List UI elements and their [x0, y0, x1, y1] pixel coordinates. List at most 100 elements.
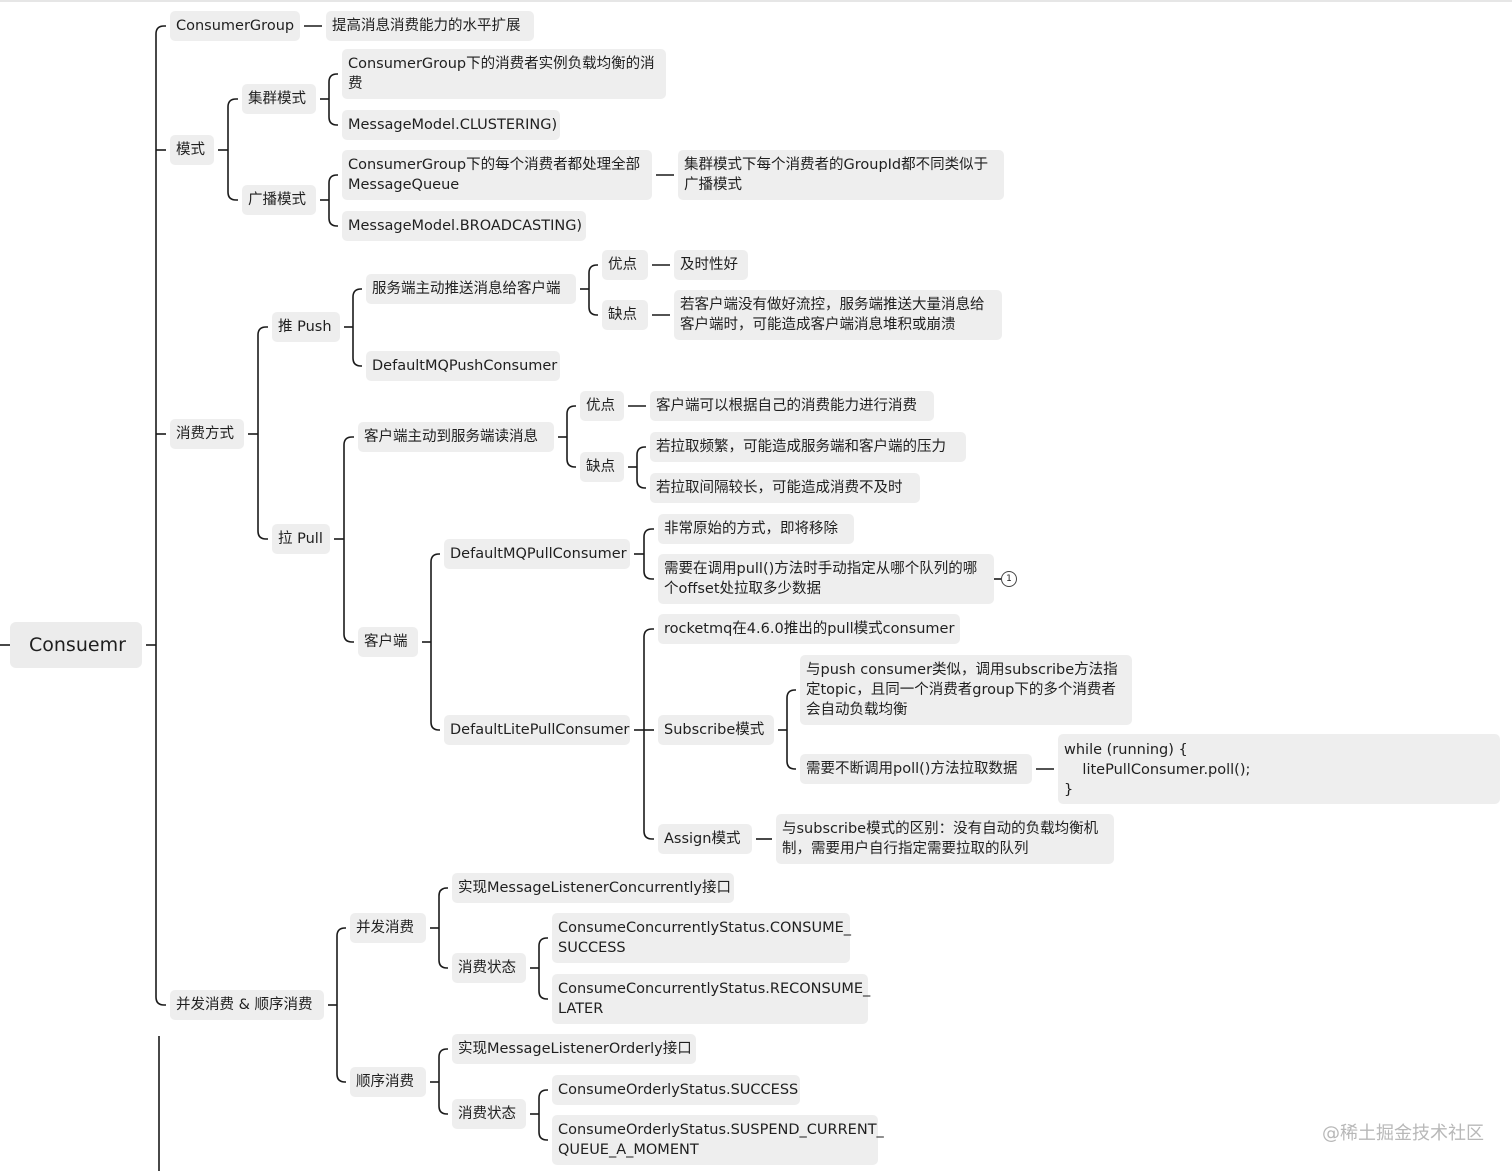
node-text-line: QUEUE_A_MOMENT [558, 1142, 699, 1158]
marker-number-1[interactable]: 1 [1001, 571, 1017, 587]
node-pull-consumer-note1[interactable]: 非常原始的方式，即将移除 [658, 514, 854, 544]
node-subscribe-code[interactable]: while (running) { litePullConsumer.poll(… [1058, 734, 1500, 804]
connector [227, 191, 238, 201]
node-pull-con-desc2[interactable]: 若拉取间隔较长，可能造成消费不及时 [650, 473, 920, 503]
node-text-line: 需要在调用pull()方法时手动指定从哪个队列的哪 [664, 561, 978, 577]
node-mode[interactable]: 模式 [170, 135, 214, 165]
connector [643, 570, 654, 580]
node-text-line: 会自动负载均衡 [806, 702, 908, 718]
connector [257, 530, 268, 540]
node-orderly[interactable]: 顺序消费 [350, 1067, 426, 1097]
connector [538, 1131, 548, 1141]
connector [643, 830, 654, 840]
connector [257, 326, 268, 336]
node-text-line: SUCCESS [558, 940, 626, 956]
node-text-line: litePullConsumer.poll(); [1064, 762, 1251, 778]
connector [430, 553, 440, 563]
node-assign-desc[interactable]: 与subscribe模式的区别：没有自动的负载均衡机制，需要用户自行指定需要拉取… [776, 814, 1114, 864]
connector [352, 357, 362, 367]
connector [328, 217, 338, 227]
node-text-line: 定topic，且同一个消费者group下的多个消费者 [806, 682, 1116, 698]
node-text-line: ConsumeOrderlyStatus.SUSPEND_CURRENT_ [558, 1122, 884, 1138]
connector [438, 887, 448, 897]
node-push[interactable]: 推 Push [272, 312, 340, 342]
node-text-line: 与push consumer类似，调用subscribe方法指 [806, 662, 1118, 678]
node-push-consumer[interactable]: DefaultMQPushConsumer [366, 351, 560, 381]
node-push-con-desc[interactable]: 若客户端没有做好流控，服务端推送大量消息给客户端时，可能造成客户端消息堆积或崩溃 [674, 290, 1002, 340]
connector [438, 1048, 448, 1058]
connector [643, 628, 654, 638]
connector [328, 73, 338, 83]
node-push-pro[interactable]: 优点 [602, 250, 648, 280]
node-text-line: LATER [558, 1001, 604, 1017]
connector [636, 479, 646, 489]
node-broadcast-mode[interactable]: 广播模式 [242, 185, 316, 215]
node-subscribe-desc[interactable]: 与push consumer类似，调用subscribe方法指定topic，且同… [800, 655, 1132, 725]
node-pull-con-desc1[interactable]: 若拉取频繁，可能造成服务端和客户端的压力 [650, 432, 966, 462]
node-text-line: 与subscribe模式的区别：没有自动的负载均衡机 [782, 821, 1099, 837]
connector [636, 446, 646, 456]
node-push-con[interactable]: 缺点 [602, 300, 648, 330]
connector [588, 264, 598, 274]
connector [328, 174, 338, 184]
node-pull-pro[interactable]: 优点 [580, 391, 624, 421]
node-concurrent-later[interactable]: ConsumeConcurrentlyStatus.RECONSUME_ LATE… [552, 974, 871, 1024]
node-consumer-group-desc[interactable]: 提高消息消费能力的水平扩展 [326, 11, 534, 41]
node-text-line: } [1064, 782, 1074, 798]
node-orderly-status[interactable]: 消费状态 [452, 1099, 526, 1129]
connector [538, 990, 548, 1000]
node-concurrent-orderly[interactable]: 并发消费 & 顺序消费 [170, 990, 324, 1020]
node-push-desc[interactable]: 服务端主动推送消息给客户端 [366, 274, 576, 304]
node-concurrent-status[interactable]: 消费状态 [452, 953, 526, 983]
node-cluster-enum[interactable]: MessageModel.CLUSTERING) [342, 110, 560, 140]
connector [438, 1105, 448, 1115]
node-client[interactable]: 客户端 [358, 627, 418, 657]
node-text-line: ConsumerGroup下的消费者实例负载均衡的消 [348, 56, 655, 72]
node-pull-consumer[interactable]: DefaultMQPullConsumer [444, 539, 630, 569]
watermark: @稀土掘金技术社区 [1322, 1123, 1484, 1144]
node-consume-way[interactable]: 消费方式 [170, 419, 244, 449]
node-cluster-mode[interactable]: 集群模式 [242, 84, 316, 114]
node-text-line: while (running) { [1064, 742, 1188, 758]
connector [336, 1073, 346, 1083]
connector [352, 288, 362, 298]
node-pull[interactable]: 拉 Pull [272, 524, 330, 554]
connector [438, 959, 448, 969]
node-text-line: ConsumerGroup下的每个消费者都处理全部 [348, 157, 641, 173]
connector [538, 937, 548, 947]
connector [227, 98, 238, 108]
node-text-line: 广播模式 [684, 177, 742, 193]
node-orderly-success[interactable]: ConsumeOrderlyStatus.SUCCESS [552, 1075, 800, 1105]
node-orderly-suspend[interactable]: ConsumeOrderlyStatus.SUSPEND_CURRENT_ QUE… [552, 1115, 884, 1165]
node-pull-pro-desc[interactable]: 客户端可以根据自己的消费能力进行消费 [650, 391, 934, 421]
node-pull-con[interactable]: 缺点 [580, 452, 624, 482]
connector [343, 436, 354, 446]
node-lite-intro[interactable]: rocketmq在4.6.0推出的pull模式consumer [658, 614, 960, 644]
node-cluster-desc[interactable]: ConsumerGroup下的消费者实例负载均衡的消费 [342, 49, 666, 99]
node-text-line: 集群模式下每个消费者的GroupId都不同类似于 [684, 157, 989, 173]
node-text-line: ConsumeConcurrentlyStatus.RECONSUME_ [558, 981, 871, 997]
node-consumer-group[interactable]: ConsumerGroup [170, 11, 300, 41]
connector [430, 721, 440, 731]
node-orderly-impl[interactable]: 实现MessageListenerOrderly接口 [452, 1034, 696, 1064]
node-lite-consumer[interactable]: DefaultLitePullConsumer [444, 715, 630, 745]
connector [588, 306, 598, 316]
node-subscribe-mode[interactable]: Subscribe模式 [658, 715, 774, 745]
connector [538, 1089, 548, 1099]
connector [155, 996, 166, 1006]
node-assign-mode[interactable]: Assign模式 [658, 824, 752, 854]
node-pull-consumer-note2[interactable]: 需要在调用pull()方法时手动指定从哪个队列的哪个offset处拉取多少数据 [658, 554, 994, 604]
node-broadcast-note[interactable]: 集群模式下每个消费者的GroupId都不同类似于广播模式 [678, 150, 1004, 200]
node-root[interactable]: Consuemr [10, 622, 142, 668]
node-broadcast-enum[interactable]: MessageModel.BROADCASTING) [342, 211, 586, 241]
node-pull-desc[interactable]: 客户端主动到服务端读消息 [358, 422, 554, 452]
node-push-pro-desc[interactable]: 及时性好 [674, 250, 748, 280]
node-subscribe-poll[interactable]: 需要不断调用poll()方法拉取数据 [800, 754, 1032, 784]
connector [566, 405, 576, 415]
node-concurrent-impl[interactable]: 实现MessageListenerConcurrently接口 [452, 873, 734, 903]
node-text-line: 客户端时，可能造成客户端消息堆积或崩溃 [680, 317, 956, 333]
connector [786, 760, 796, 770]
node-concurrent[interactable]: 并发消费 [350, 913, 426, 943]
node-concurrent-success[interactable]: ConsumeConcurrentlyStatus.CONSUME_SUCCES… [552, 913, 851, 963]
